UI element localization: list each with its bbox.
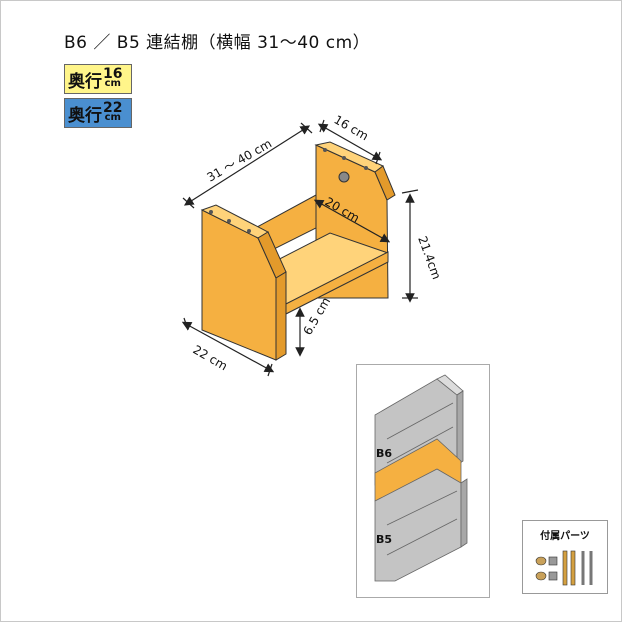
badge-unit: cm xyxy=(104,78,121,89)
installed-view-inset: B6 B5 xyxy=(356,364,490,598)
dowel-hole xyxy=(323,148,327,152)
left-side-panel-front xyxy=(275,271,287,361)
depth-22-badge[interactable]: 奥行 22 cm xyxy=(64,98,132,128)
height-label: 21.4cm xyxy=(415,234,444,281)
nut-icon xyxy=(535,556,547,566)
parts-label: 付属パーツ xyxy=(540,531,590,542)
parts-icons xyxy=(535,550,593,586)
nut-icon xyxy=(535,571,547,581)
badge-word: 奥行 xyxy=(68,105,102,126)
connector-icon xyxy=(548,571,558,581)
dowel-icon xyxy=(562,550,568,586)
badge-number-stack: 16 cm xyxy=(103,66,123,89)
depth-16-badge[interactable]: 奥行 16 cm xyxy=(64,64,132,94)
dowel-hole xyxy=(247,229,251,233)
right-side-panel-edge xyxy=(374,165,396,201)
b6-label: B6 xyxy=(376,447,392,460)
dowel-hole xyxy=(209,210,213,214)
dowel-hole xyxy=(227,219,231,223)
dowel-icon xyxy=(570,550,576,586)
b5-label: B5 xyxy=(376,533,392,546)
included-parts-box: 付属パーツ xyxy=(522,520,608,594)
page-title: B6 ／ B5 連結棚（横幅 31〜40 cm） xyxy=(64,33,371,53)
dowel-hole xyxy=(342,156,346,160)
connector-icon xyxy=(548,556,558,566)
badge-word: 奥行 xyxy=(68,71,102,92)
base-depth-label: 22 cm xyxy=(191,342,230,373)
width-label: 31 ～ 40 cm xyxy=(205,136,275,184)
width-dim-line xyxy=(183,125,311,206)
installed-view-drawing: B6 B5 xyxy=(374,374,468,582)
badge-number: 16 xyxy=(103,66,123,82)
badge-number: 22 xyxy=(103,100,123,116)
top-depth-label: 16 cm xyxy=(332,112,371,143)
base-depth-dim-line xyxy=(181,321,275,373)
badge-number-stack: 22 cm xyxy=(103,100,123,123)
badge-unit: cm xyxy=(104,112,121,123)
top-depth-dim-line xyxy=(317,123,383,161)
inner-depth-dim-line xyxy=(313,199,391,243)
dowel-hole xyxy=(364,166,368,170)
connector-hole xyxy=(338,171,350,183)
